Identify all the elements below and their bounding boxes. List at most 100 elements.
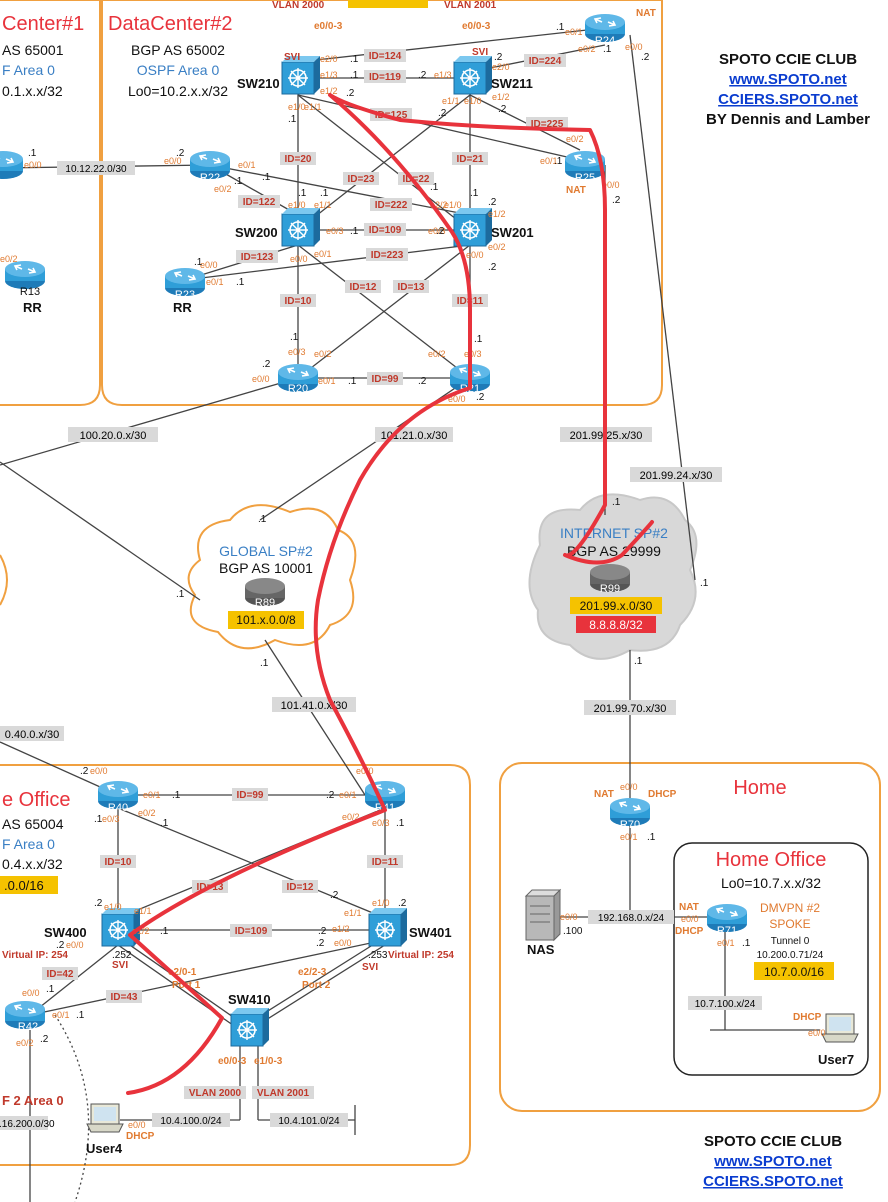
svg-text:e0/1: e0/1 xyxy=(52,1010,70,1020)
footer-link-2[interactable]: CCIERS.SPOTO.net xyxy=(703,1173,843,1190)
link-id: ID=10 xyxy=(105,857,132,868)
svg-text:.1: .1 xyxy=(194,257,203,268)
svg-text:.1: .1 xyxy=(258,514,267,525)
router-label: R89 xyxy=(255,597,275,609)
nas-server-icon[interactable] xyxy=(524,888,562,942)
svi-label: SVI xyxy=(112,960,128,971)
svg-text:.2: .2 xyxy=(330,890,339,901)
svg-text:e0/0: e0/0 xyxy=(24,160,42,170)
footer-link-1[interactable]: www.SPOTO.net xyxy=(713,1153,832,1170)
global-prefix-box xyxy=(228,611,304,629)
svg-text:e0/2: e0/2 xyxy=(214,184,232,194)
svg-text:e0/0: e0/0 xyxy=(448,394,466,404)
switch-sw201-icon[interactable] xyxy=(453,207,493,247)
link-id: ID=225 xyxy=(531,119,564,130)
user4-pc-icon[interactable] xyxy=(86,1103,124,1133)
virtual-ip-label: Virtual IP: 254 xyxy=(2,950,68,961)
svg-text:.1: .1 xyxy=(742,938,751,949)
switch-sw211-icon[interactable] xyxy=(453,55,493,95)
svg-text:e0/0: e0/0 xyxy=(90,766,108,776)
switch-sw200-icon[interactable] xyxy=(281,207,321,247)
switch-sw410-icon[interactable] xyxy=(230,1007,270,1047)
dc1-as: AS 65001 xyxy=(2,42,64,58)
link-id: ID=13 xyxy=(398,282,425,293)
dns-prefix: 8.8.8.8/32 xyxy=(589,618,643,632)
svg-text:.2: .2 xyxy=(176,148,185,159)
link-id: ID=223 xyxy=(371,250,404,261)
svg-text:e1/2: e1/2 xyxy=(492,92,510,102)
svg-text:e0/1: e0/1 xyxy=(717,938,735,948)
svg-text:e0/0: e0/0 xyxy=(164,156,182,166)
svg-text:e1/2: e1/2 xyxy=(132,926,150,936)
link-r42-sw401 xyxy=(29,939,386,1016)
traffic-path-annotation xyxy=(126,93,654,1095)
vlan-label: VLAN 2000 xyxy=(189,1088,242,1099)
link-west-r40 xyxy=(0,741,119,796)
router-r13-icon[interactable] xyxy=(4,260,46,290)
svg-text:e0/0: e0/0 xyxy=(290,254,308,264)
user7-pc-icon[interactable] xyxy=(821,1013,859,1043)
svg-text:e1/0: e1/0 xyxy=(444,200,462,210)
svg-text:e0/0: e0/0 xyxy=(602,180,620,190)
svg-text:.2: .2 xyxy=(436,226,445,237)
svg-text:e0/1: e0/1 xyxy=(620,832,638,842)
nat-label: NAT xyxy=(566,185,586,196)
branch-as: AS 65004 xyxy=(2,816,64,832)
router-label: R13 xyxy=(20,286,40,298)
dc2-ospf: OSPF Area 0 xyxy=(137,62,220,78)
svg-text:.1: .1 xyxy=(350,54,359,65)
svg-text:.2: .2 xyxy=(326,790,335,801)
link-id: ID=22 xyxy=(403,174,430,185)
link-id: ID=99 xyxy=(372,374,399,385)
branch-office-region xyxy=(0,764,471,1166)
svg-text:e1/0: e1/0 xyxy=(288,102,306,112)
svg-text:e0/1: e0/1 xyxy=(540,156,558,166)
svg-text:.1: .1 xyxy=(298,188,307,199)
svg-text:e1/1: e1/1 xyxy=(442,96,460,106)
switch-sw401-icon[interactable] xyxy=(368,907,408,947)
header-link-2[interactable]: CCIERS.SPOTO.net xyxy=(718,91,858,108)
svg-text:.2: .2 xyxy=(94,898,103,909)
device-label: SW210 xyxy=(237,76,280,91)
link-sw211-r25 xyxy=(469,94,581,151)
subnet-label: 10.4.101.0/24 xyxy=(278,1116,340,1127)
router-label: R22 xyxy=(200,172,220,184)
internet-sp-bgp: BGP AS 29999 xyxy=(567,543,661,559)
port-label: e0/0-3 xyxy=(314,21,343,32)
link-id: ID=222 xyxy=(375,200,408,211)
link-id-labels: ID=124 ID=119 ID=224 ID=125 ID=225 ID=20… xyxy=(42,49,568,1003)
svg-text:.1: .1 xyxy=(396,818,405,829)
tunnel-label: Tunnel 0 xyxy=(771,936,810,947)
subnet-label: 100.20.0.x/30 xyxy=(80,430,147,442)
vlan-label: VLAN 2000 xyxy=(272,0,325,11)
header-link-1[interactable]: www.SPOTO.net xyxy=(728,71,847,88)
port-channel-label: Port 2 xyxy=(302,980,331,991)
link-r24-internet xyxy=(629,34,696,581)
svg-text:e1/3: e1/3 xyxy=(434,70,452,80)
svg-text:e1/0: e1/0 xyxy=(104,902,122,912)
router-r89-icon[interactable] xyxy=(245,578,285,606)
svg-text:e0/2: e0/2 xyxy=(138,808,156,818)
svg-text:e1/3: e1/3 xyxy=(320,70,338,80)
svg-text:e1/1: e1/1 xyxy=(304,102,322,112)
internet-sp-title: INTERNET SP#2 xyxy=(560,525,668,541)
vlan-label: VLAN 2001 xyxy=(444,0,497,11)
port-channel-label: e2/0-1 xyxy=(168,967,197,978)
header-block: SPOTO CCIE CLUB www.SPOTO.net CCIERS.SPO… xyxy=(706,51,870,128)
svg-text:.1: .1 xyxy=(556,22,565,33)
svg-text:e0/3: e0/3 xyxy=(288,347,306,357)
svg-text:.1: .1 xyxy=(160,926,169,937)
svg-text:.1: .1 xyxy=(350,70,359,81)
router-label: R25 xyxy=(575,172,595,184)
svg-text:e0/0: e0/0 xyxy=(334,938,352,948)
home-title: Home xyxy=(733,777,786,799)
link-id: ID=10 xyxy=(285,296,312,307)
router-r12-icon[interactable] xyxy=(0,150,24,180)
header-authors: BY Dennis and Lamber xyxy=(706,111,870,128)
svg-text:.2: .2 xyxy=(346,88,355,99)
svg-text:e0/3: e0/3 xyxy=(428,226,446,236)
router-r99-icon[interactable] xyxy=(590,564,630,592)
